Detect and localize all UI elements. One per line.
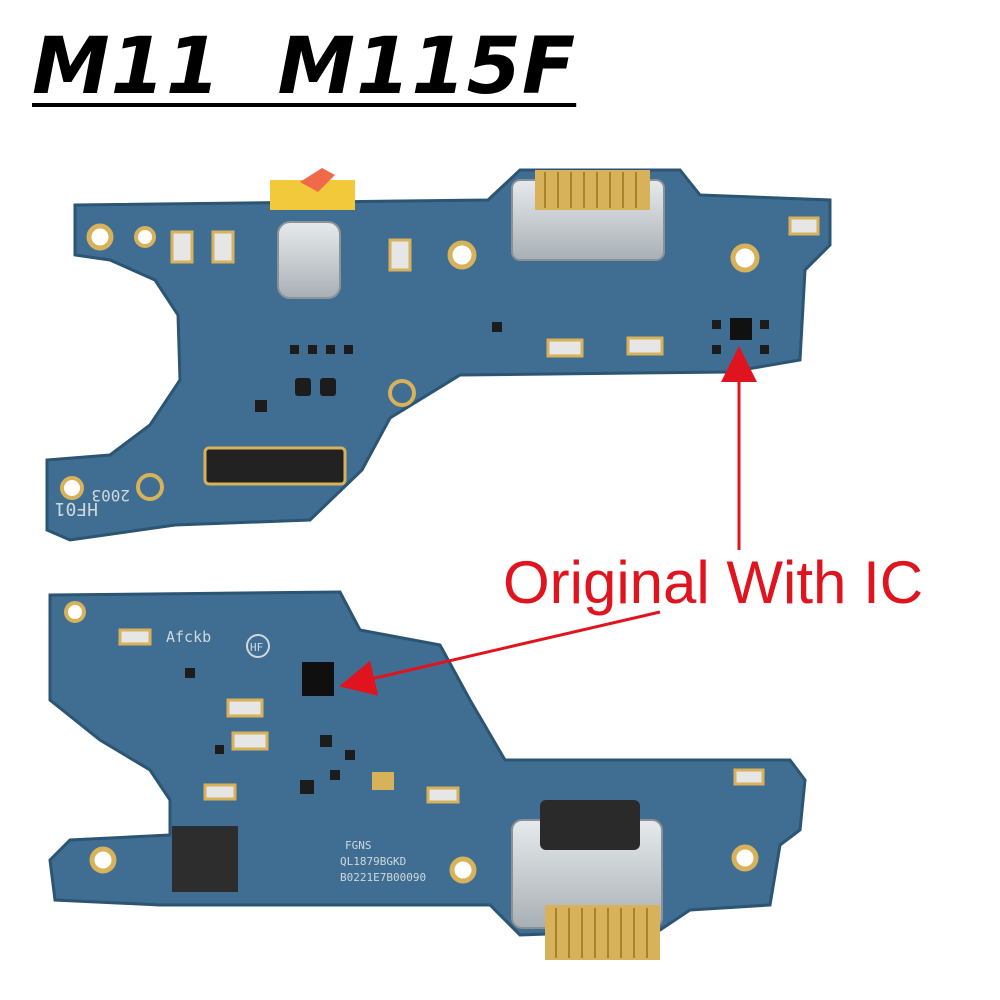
ic-callout-label: Original With IC	[503, 549, 924, 616]
mark-fgns: FGNS	[345, 839, 372, 852]
mounting-hole	[447, 240, 477, 270]
hf-badge: HF	[250, 641, 263, 654]
product-title: M11 M115F	[32, 22, 577, 112]
antenna-contact	[388, 379, 416, 407]
top-charging-board: HF01 2003	[45, 168, 832, 542]
ic-chip-top	[730, 318, 752, 340]
usb-c-pins-top	[535, 170, 650, 210]
usb-c-housing	[540, 800, 640, 850]
top-board-pcb	[45, 168, 832, 542]
usb-c-pins-bottom	[545, 905, 660, 960]
mounting-hole	[730, 243, 760, 273]
bottom-board-pcb	[48, 590, 807, 937]
test-pad	[372, 772, 394, 790]
mounting-hole	[134, 226, 156, 248]
mark-serial: B0221E7B00090	[340, 871, 426, 884]
silkscreen-2003: 2003	[91, 486, 130, 505]
flex-tab	[300, 168, 335, 192]
mounting-hole	[60, 476, 84, 500]
data-matrix-code	[172, 826, 238, 892]
mark-model-code: QL1879BGKD	[340, 855, 406, 868]
silkscreen-afckb: Afckb	[166, 628, 211, 646]
microphone	[277, 221, 341, 299]
silkscreen-hf01: HF01	[55, 498, 98, 519]
bottom-charging-board: Afckb HF FGNS QL1879BGKD B0221E7B00090	[48, 590, 807, 960]
arrow-to-bottom-ic	[339, 610, 661, 696]
board-to-board-connector	[203, 446, 347, 486]
ic-chip-bottom	[302, 662, 334, 696]
mounting-hole	[86, 223, 114, 251]
antenna-contact	[136, 473, 164, 501]
